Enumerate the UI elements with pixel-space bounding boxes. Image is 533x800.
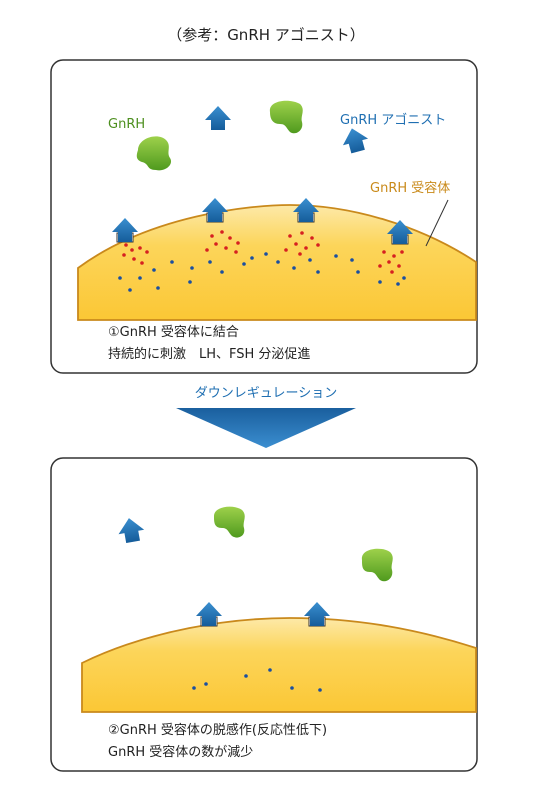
caption-line-2: GnRH 受容体の数が減少 bbox=[108, 744, 253, 760]
gnrh-molecule bbox=[214, 506, 245, 538]
signal-dots-blue bbox=[192, 668, 322, 692]
agonist-molecule bbox=[342, 128, 369, 154]
bound-agonist bbox=[293, 198, 319, 223]
caption-line-2: 持続的に刺激 LH、FSH 分泌促進 bbox=[108, 346, 310, 362]
down-arrow bbox=[176, 408, 356, 448]
gnrh-label: GnRH bbox=[108, 117, 145, 132]
bound-agonist bbox=[112, 218, 138, 243]
header-title: （参考：GnRH アゴニスト） bbox=[167, 26, 365, 44]
agonist-molecule bbox=[118, 518, 145, 544]
gnrh-molecule bbox=[361, 548, 393, 582]
transition-label: ダウンレギュレーション bbox=[195, 386, 337, 401]
signal-dots-blue bbox=[118, 252, 406, 292]
receptor-label: GnRH 受容体 bbox=[370, 180, 450, 196]
signal-dots-red bbox=[122, 230, 404, 274]
gnrh-molecule bbox=[136, 136, 172, 171]
bound-agonist bbox=[196, 602, 222, 627]
panel-binding: GnRH GnRH アゴニスト GnRH 受容体 ①GnRH 受容体に結合 持続… bbox=[50, 59, 478, 374]
gnrh-molecule bbox=[269, 100, 303, 134]
bound-agonist bbox=[387, 220, 413, 245]
bound-agonist bbox=[304, 602, 330, 627]
caption-line-1: ②GnRH 受容体の脱感作(反応性低下) bbox=[108, 722, 327, 738]
agonist-label: GnRH アゴニスト bbox=[340, 112, 446, 128]
cell-membrane bbox=[81, 617, 477, 713]
bound-agonist bbox=[202, 198, 228, 223]
caption-line-1: ①GnRH 受容体に結合 bbox=[108, 324, 239, 340]
agonist-molecule bbox=[205, 106, 231, 130]
panel-desensitization: ②GnRH 受容体の脱感作(反応性低下) GnRH 受容体の数が減少 bbox=[50, 457, 478, 772]
receptor-leader-line bbox=[425, 199, 449, 247]
